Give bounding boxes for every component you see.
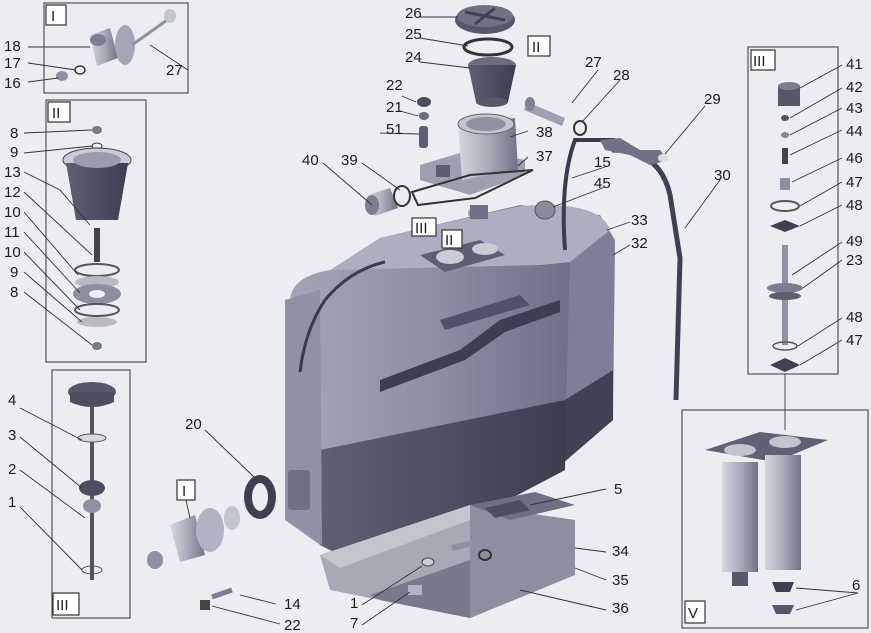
- callout-10b: 10: [4, 244, 21, 261]
- tank-mounting-bracket: [320, 492, 575, 618]
- callout-32: 32: [631, 235, 648, 252]
- callout-28: 28: [613, 67, 630, 84]
- callout-20: 20: [185, 416, 202, 433]
- frame-label-III-right: III: [753, 53, 766, 70]
- callout-numbers: 26 25 24 22 21 51 40 39 27 28 38 37 15 4…: [4, 5, 863, 633]
- detail-II-filter: [62, 126, 132, 350]
- filler-cap-26: [455, 5, 515, 34]
- fuel-tank-body: [285, 138, 615, 561]
- callout-38: 38: [536, 124, 553, 141]
- callout-23: 23: [846, 252, 863, 269]
- leader-lines: [19, 16, 859, 626]
- callout-34: 34: [612, 543, 629, 560]
- callout-5: 5: [614, 481, 622, 498]
- lower-valve-assembly: [147, 506, 240, 610]
- callout-1b: 1: [350, 595, 358, 612]
- detail-V-filter-housing: [705, 432, 828, 614]
- bolts-34-35: [408, 539, 492, 595]
- callout-9a: 9: [10, 144, 18, 161]
- callout-47b: 47: [846, 332, 863, 349]
- tag-II-on-tank: II: [441, 229, 463, 249]
- callout-51: 51: [386, 121, 403, 138]
- detail-III-filter-parts: [767, 82, 803, 372]
- frame-label-V: V: [688, 605, 698, 622]
- callout-9b: 9: [10, 264, 18, 281]
- callout-15: 15: [594, 154, 611, 171]
- gasket-25: [462, 37, 514, 57]
- callout-25: 25: [405, 26, 422, 43]
- filler-neck-24: [468, 57, 516, 107]
- svg-text:II: II: [532, 39, 540, 56]
- callout-26: 26: [405, 5, 422, 22]
- detail-frame-III-right: III: [747, 46, 839, 375]
- svg-text:III: III: [415, 220, 428, 237]
- callout-14: 14: [284, 596, 301, 613]
- callout-16: 16: [4, 75, 21, 92]
- detail-frame-I: I: [43, 2, 189, 94]
- callout-3: 3: [8, 427, 16, 444]
- callout-29: 29: [704, 91, 721, 108]
- detail-frame-II: II: [45, 99, 147, 363]
- tank-strap-30: [611, 147, 683, 401]
- gasket-37: [410, 169, 534, 207]
- seal-20: [244, 475, 276, 519]
- callout-39: 39: [341, 152, 358, 169]
- detail-III-level-gauge: [68, 382, 116, 580]
- seal-39: [393, 185, 411, 207]
- parts-22-21-51: [417, 97, 431, 148]
- callout-45: 45: [594, 175, 611, 192]
- bolt-27-washer-28: [524, 97, 587, 136]
- callout-13: 13: [4, 164, 21, 181]
- callout-46: 46: [846, 150, 863, 167]
- tag-III-on-tank: III: [411, 217, 437, 237]
- callout-43: 43: [846, 100, 863, 117]
- callout-33: 33: [631, 212, 648, 229]
- clamp-29: [600, 138, 668, 165]
- callout-12: 12: [4, 184, 21, 201]
- callout-24: 24: [405, 49, 422, 66]
- callout-41: 41: [846, 56, 863, 73]
- callout-8a: 8: [10, 125, 18, 142]
- callout-30: 30: [714, 167, 731, 184]
- callout-17: 17: [4, 55, 21, 72]
- callout-47a: 47: [846, 174, 863, 191]
- callout-36: 36: [612, 600, 629, 617]
- callout-6: 6: [852, 577, 860, 594]
- detail-I-valve: [56, 9, 176, 81]
- callout-22b: 22: [284, 617, 301, 633]
- callout-48b: 48: [846, 309, 863, 326]
- callout-37: 37: [536, 148, 553, 165]
- callout-18: 18: [4, 38, 21, 55]
- callout-11: 11: [4, 224, 20, 241]
- callout-2: 2: [8, 461, 16, 478]
- filler-flange-38: [420, 113, 525, 195]
- callout-44: 44: [846, 123, 863, 140]
- callout-10a: 10: [4, 204, 21, 221]
- callout-35: 35: [612, 572, 629, 589]
- frame-label-III-left: III: [56, 597, 69, 614]
- callout-21: 21: [386, 99, 403, 116]
- drain-valve-40: [365, 188, 398, 216]
- callout-27: 27: [585, 54, 602, 71]
- callout-8b: 8: [10, 284, 18, 301]
- callout-42: 42: [846, 79, 863, 96]
- frame-label-II: II: [52, 105, 60, 122]
- svg-text:I: I: [182, 483, 186, 500]
- callout-7: 7: [350, 615, 358, 632]
- detail-frame-V: V: [681, 409, 869, 629]
- callout-4: 4: [8, 392, 16, 409]
- callout-27b: 27: [166, 62, 183, 79]
- svg-text:II: II: [445, 232, 453, 249]
- detail-frame-III-left: III: [51, 369, 131, 619]
- frame-label-I: I: [51, 8, 55, 25]
- callout-22: 22: [386, 77, 403, 94]
- callout-49: 49: [846, 233, 863, 250]
- callout-40: 40: [302, 152, 319, 169]
- tag-II-on-filler: II: [527, 35, 551, 57]
- callout-1: 1: [8, 494, 16, 511]
- callout-48a: 48: [846, 197, 863, 214]
- tag-I-on-valve: I: [176, 479, 196, 501]
